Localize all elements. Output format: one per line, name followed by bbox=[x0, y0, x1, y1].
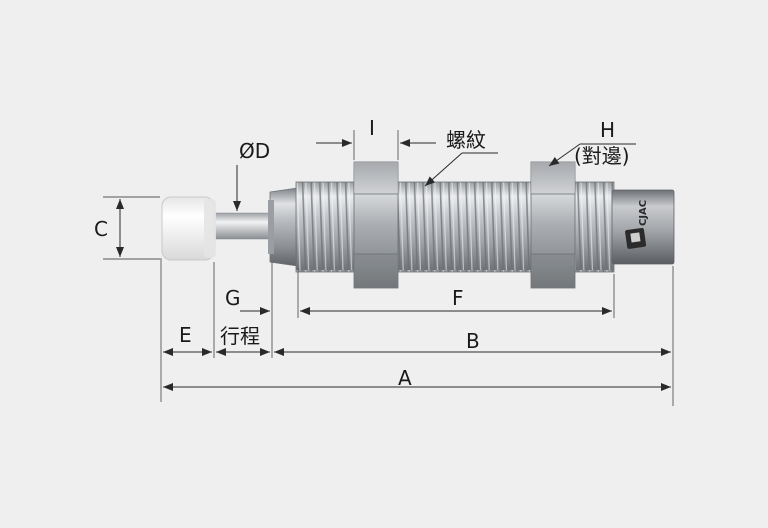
label-a: A bbox=[398, 366, 412, 390]
label-h-sub: (對邊) bbox=[574, 144, 630, 168]
shock-absorber: CJAC bbox=[161, 161, 675, 289]
dim-h-arrow bbox=[548, 143, 581, 167]
label-g: G bbox=[225, 286, 241, 310]
label-d: ØD bbox=[239, 139, 270, 163]
brand-logo-text: CJAC bbox=[638, 200, 649, 226]
dimension-labels: C ØD I 螺紋 H (對邊) G F E 行程 B A bbox=[94, 116, 630, 390]
label-i: I bbox=[369, 116, 375, 140]
label-stroke: 行程 bbox=[220, 324, 260, 348]
extension-lines bbox=[103, 130, 674, 406]
label-e: E bbox=[179, 323, 192, 347]
rear-nut bbox=[530, 161, 576, 289]
label-thread: 螺紋 bbox=[446, 128, 486, 152]
brand-logo: CJAC bbox=[625, 200, 649, 249]
label-b: B bbox=[466, 329, 480, 353]
label-f: F bbox=[452, 286, 464, 310]
front-nut bbox=[353, 161, 399, 289]
dim-thread-arrow bbox=[424, 152, 463, 187]
label-h: H bbox=[600, 118, 615, 142]
label-c: C bbox=[94, 217, 108, 241]
front-collar bbox=[269, 187, 299, 267]
dimension-lines bbox=[116, 139, 671, 391]
piston-rod bbox=[211, 212, 277, 240]
